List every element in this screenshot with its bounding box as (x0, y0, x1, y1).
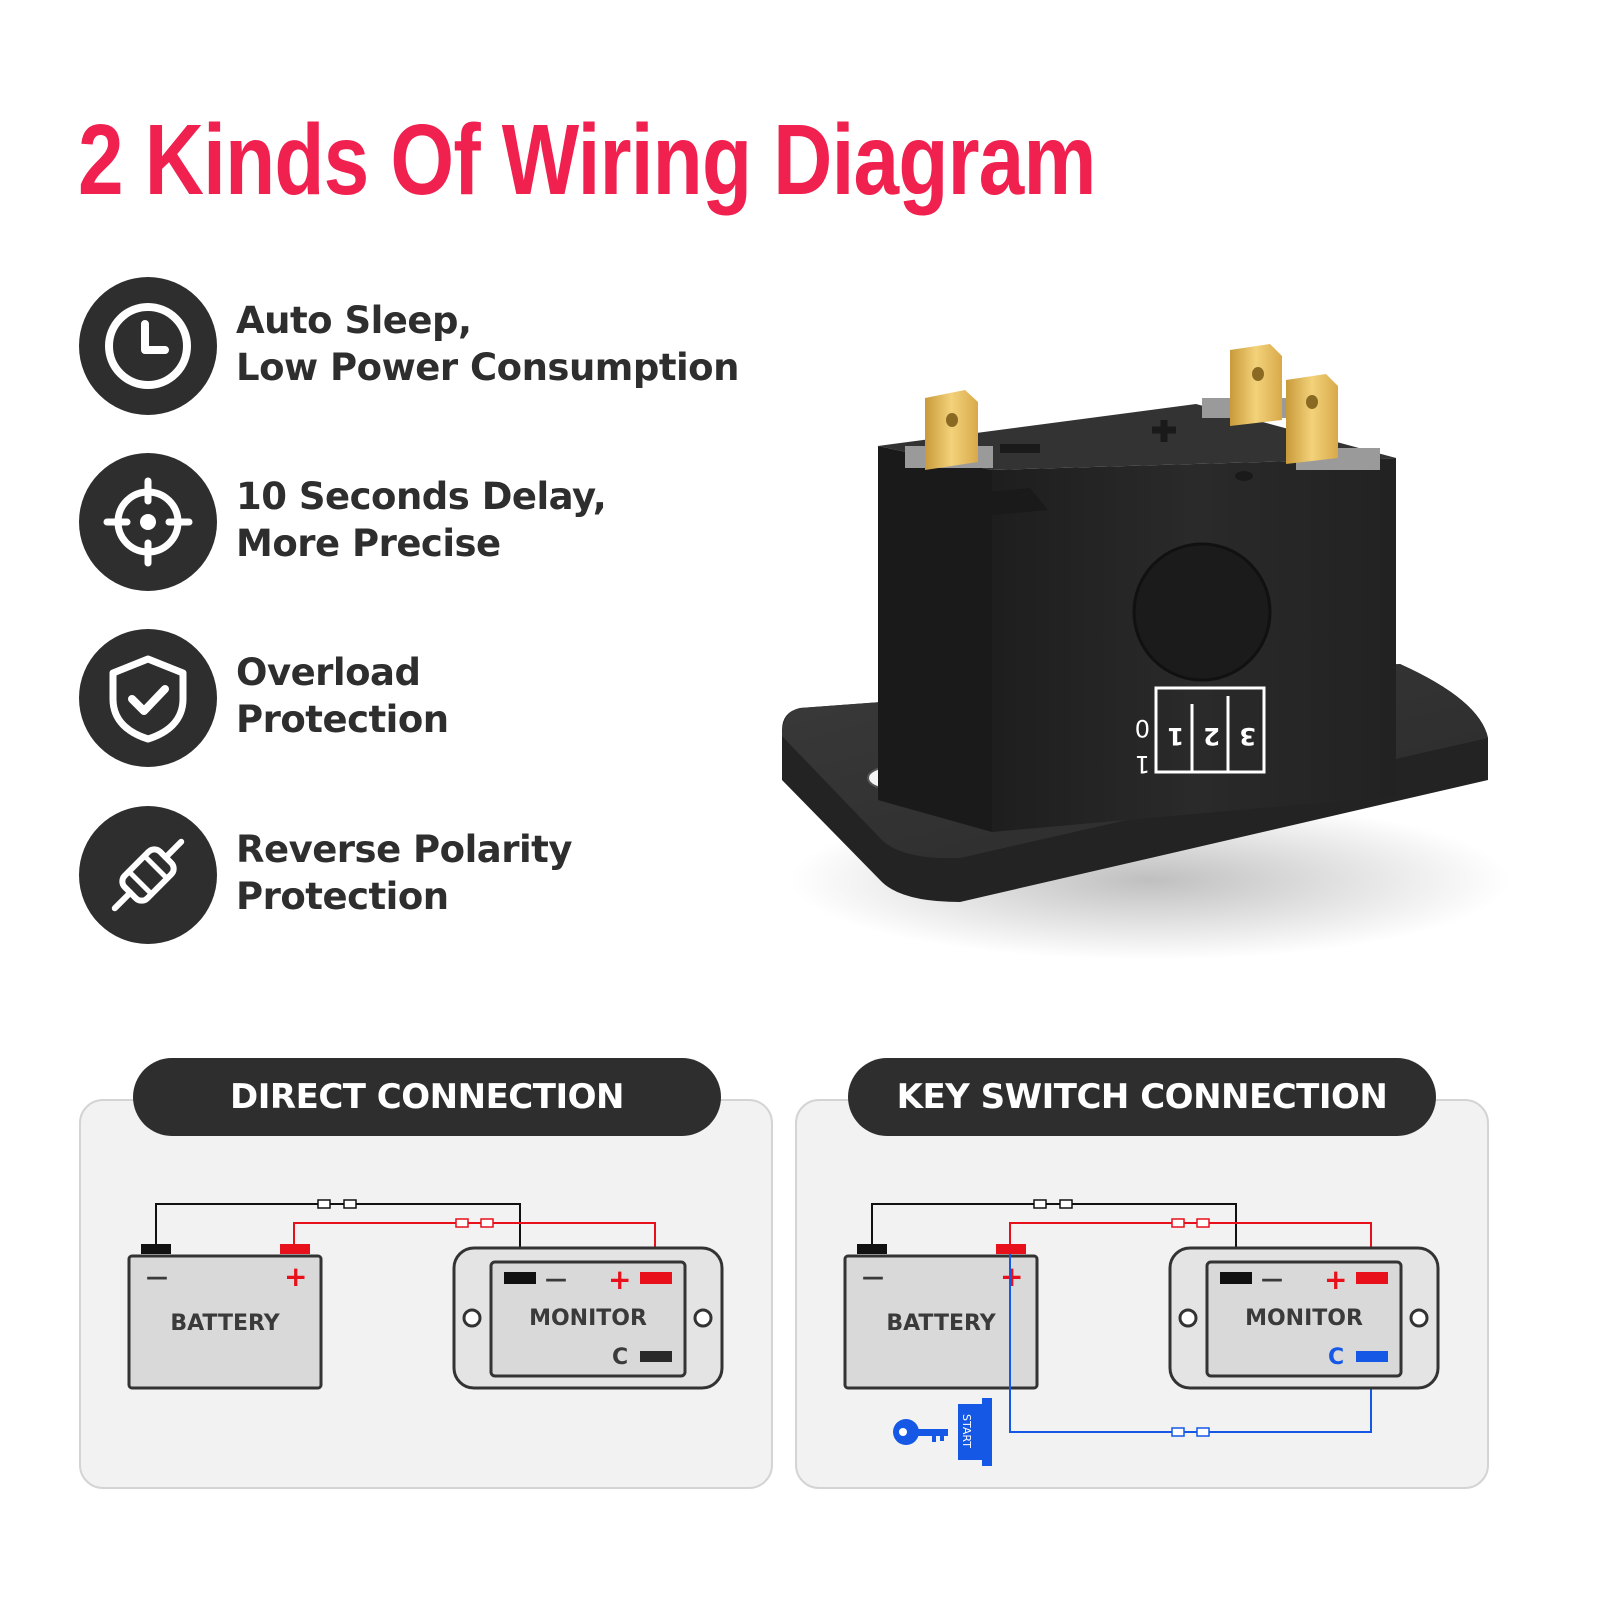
spade-terminal-negative (925, 390, 978, 470)
feature-badge (79, 806, 217, 944)
terminal-hole (1306, 395, 1318, 409)
negative-wire (155, 1203, 521, 1272)
feature-text: Auto Sleep, Low Power Consumption (236, 297, 739, 391)
feature-line-2: Protection (236, 698, 449, 741)
feature-overload: Overload Protection (79, 629, 779, 769)
monitor-label: MONITOR (1245, 1306, 1363, 1331)
battery-negative-terminal (857, 1244, 887, 1254)
side-mark-1: 1 (1135, 750, 1150, 778)
clock-icon (105, 303, 191, 389)
spade-terminal-positive (1230, 344, 1282, 426)
fuse-connector (1033, 1199, 1047, 1209)
plus-mark (1152, 420, 1176, 442)
fuse-connector (1196, 1218, 1210, 1228)
feature-auto-sleep: Auto Sleep, Low Power Consumption (79, 277, 779, 417)
feature-reverse-polarity: Reverse Polarity Protection (79, 806, 779, 946)
key-switch-connection-label: KEY SWITCH CONNECTION (848, 1058, 1436, 1136)
direct-connection-label: DIRECT CONNECTION (133, 1058, 721, 1136)
mount-hole (1409, 1308, 1429, 1328)
feature-badge (79, 629, 217, 767)
dip-mark-1: 1 (1167, 722, 1184, 750)
monitor-c-label: C (612, 1345, 628, 1370)
battery-minus-label: — (862, 1265, 884, 1290)
monitor-label: MONITOR (529, 1306, 647, 1331)
fuse-icon (111, 838, 185, 912)
battery-plus-label: + (284, 1260, 307, 1293)
monitor-minus-label: — (545, 1267, 567, 1292)
crosshair-icon (103, 477, 193, 567)
monitor-positive-terminal (640, 1272, 672, 1284)
monitor-minus-label: — (1261, 1267, 1283, 1292)
feature-line-2: More Precise (236, 522, 501, 565)
fuse-connector (1171, 1218, 1185, 1228)
terminal-hole (946, 413, 958, 427)
battery-minus-label: — (146, 1265, 168, 1290)
feature-line-1: Reverse Polarity (236, 828, 572, 871)
feature-line-2: Protection (236, 875, 449, 918)
fuse-connector (1059, 1199, 1073, 1209)
battery-monitor-device-image: 3 2 1 1 0 (782, 344, 1510, 960)
minus-mark (1000, 444, 1040, 453)
monitor-negative-terminal (504, 1272, 536, 1284)
feature-delay: 10 Seconds Delay, More Precise (79, 453, 779, 593)
feature-badge (79, 277, 217, 415)
feature-text: Overload Protection (236, 649, 449, 743)
dip-switch (1154, 686, 1266, 774)
feature-line-1: Overload (236, 651, 421, 694)
battery-plus-label: + (1000, 1260, 1023, 1293)
dip-mark-2: 2 (1203, 722, 1220, 750)
monitor (489, 1260, 687, 1378)
terminal-hole (1252, 367, 1264, 381)
battery-label: BATTERY (170, 1311, 280, 1336)
monitor-negative-terminal (1220, 1272, 1252, 1284)
mount-hole (1178, 1308, 1198, 1328)
fuse-connector (1196, 1427, 1210, 1437)
top-slot (966, 488, 1048, 516)
negative-wire (871, 1203, 1237, 1272)
monitor-plus-label: + (1324, 1263, 1347, 1296)
feature-line-1: 10 Seconds Delay, (236, 475, 607, 518)
feature-badge (79, 453, 217, 591)
mount-hole (693, 1308, 713, 1328)
key-switch-wiring: — + BATTERY — + MONITOR C START (843, 1199, 1440, 1466)
battery (843, 1254, 1039, 1390)
direct-wiring: — + BATTERY — + MONITOR C (127, 1199, 724, 1390)
monitor-c-terminal (640, 1351, 672, 1362)
page-title: 2 Kinds Of Wiring Diagram (78, 104, 1096, 216)
body-top (878, 404, 1396, 470)
body-side-left (878, 446, 992, 832)
fuse-connector (317, 1199, 331, 1209)
side-mark-0: 0 (1135, 714, 1150, 742)
monitor (1205, 1260, 1403, 1378)
start-label: START (960, 1414, 973, 1448)
key-icon (893, 1419, 948, 1445)
c-mark (1235, 471, 1253, 481)
monitor-c-label: C (1328, 1345, 1344, 1370)
battery-positive-terminal (280, 1244, 310, 1254)
fuse-connector (455, 1218, 469, 1228)
monitor-c-terminal (1356, 1351, 1388, 1362)
feature-text: 10 Seconds Delay, More Precise (236, 473, 607, 567)
feature-line-1: Auto Sleep, (236, 299, 472, 342)
battery-label: BATTERY (886, 1311, 996, 1336)
start-switch-flange (982, 1398, 992, 1466)
feature-text: Reverse Polarity Protection (236, 826, 572, 920)
monitor-plus-label: + (608, 1263, 631, 1296)
start-switch (958, 1404, 982, 1460)
fuse-connector (1171, 1427, 1185, 1437)
battery-positive-terminal (996, 1244, 1026, 1254)
battery (127, 1254, 323, 1390)
battery-negative-terminal (141, 1244, 171, 1254)
feature-line-2: Low Power Consumption (236, 346, 739, 389)
shield-check-icon (109, 655, 187, 743)
signal-wire (1009, 1254, 1372, 1433)
power-button (1132, 542, 1272, 682)
spade-terminal-c (1286, 374, 1338, 464)
mount-hole (462, 1308, 482, 1328)
dip-mark-3: 3 (1239, 722, 1256, 750)
monitor-positive-terminal (1356, 1272, 1388, 1284)
fuse-connector (480, 1218, 494, 1228)
fuse-connector (343, 1199, 357, 1209)
